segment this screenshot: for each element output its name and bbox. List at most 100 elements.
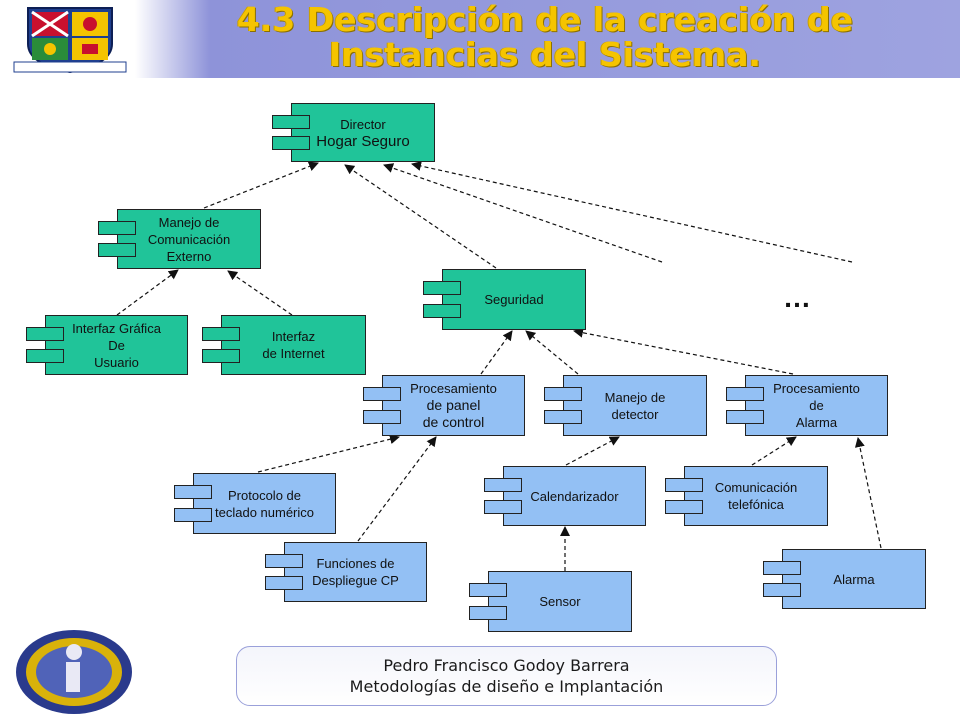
component-port-icon: [469, 606, 507, 620]
more-components-ellipsis: …: [783, 282, 815, 313]
component-port-icon: [726, 410, 764, 424]
component-port-icon: [174, 508, 212, 522]
component-port-icon: [363, 387, 401, 401]
component-label-line: Calendarizador: [530, 488, 619, 504]
component-port-icon: [484, 478, 522, 492]
component-label-line: Comunicación: [714, 480, 798, 495]
component-label: Interfaz de Internet: [262, 328, 324, 362]
dependency-arrow-more-1: [383, 163, 663, 263]
component-label: Seguridad: [484, 291, 543, 308]
component-port-icon: [98, 221, 136, 235]
component-label: Comunicación telefónica: [715, 479, 797, 513]
dependency-arrow-interfaz_grafica-to-manejo_com: [116, 269, 179, 316]
component-port-icon: [26, 349, 64, 363]
component-label-line: De: [108, 337, 125, 353]
component-port-icon: [423, 281, 461, 295]
component-label-line: Alarma: [833, 571, 875, 587]
component-port-icon: [484, 500, 522, 514]
component-label-line: Seguridad: [484, 292, 544, 307]
component-label-line: Hogar Seguro: [316, 132, 410, 150]
component-port-icon: [763, 583, 801, 597]
component-port-icon: [665, 500, 703, 514]
component-label-line: Procesamiento: [410, 381, 497, 396]
header-band: 4.3 Descripción de la creación de Instan…: [0, 0, 960, 78]
component-label-line: Interfaz Gráfica: [72, 320, 161, 336]
component-port-icon: [726, 387, 764, 401]
component-label-line: de Internet: [262, 346, 325, 361]
component-alarma: Alarma: [763, 549, 926, 609]
slide-title-line1: 4.3 Descripción de la creación de: [236, 0, 854, 39]
dependency-arrow-interfaz_internet-to-manejo_com: [227, 270, 293, 316]
component-label-line: Sensor: [539, 594, 581, 609]
footer-text: Pedro Francisco Godoy Barrera Metodologí…: [236, 655, 777, 697]
component-seguridad: Seguridad: [423, 269, 586, 330]
slide-title-line2: Instancias del Sistema.: [328, 35, 762, 74]
dependency-arrow-seguridad-to-director: [344, 164, 497, 269]
dependency-arrow-funciones-to-proc_panel: [357, 436, 437, 542]
component-label-line: teclado numérico: [215, 504, 314, 520]
component-label-line: Usuario: [94, 354, 139, 370]
component-label: Sensor: [539, 593, 580, 610]
component-port-icon: [272, 115, 310, 129]
component-label-line: Procesamiento: [773, 381, 860, 396]
component-sensor: Sensor: [469, 571, 632, 632]
component-label-line: telefónica: [728, 497, 784, 512]
dependency-arrow-calendarizador-to-manejo_detector: [565, 436, 620, 466]
component-label-line: Externo: [166, 248, 212, 264]
component-port-icon: [202, 327, 240, 341]
component-label-line: Comunicación: [147, 231, 231, 247]
component-label-line: Alarma: [795, 415, 838, 430]
component-port-icon: [98, 243, 136, 257]
component-label: Alarma: [833, 571, 874, 588]
component-label-line: de panel: [426, 397, 481, 413]
component-label-line: detector: [611, 406, 659, 422]
component-label-line: Director: [340, 116, 386, 132]
component-comunicacion-telefonica: Comunicación telefónica: [665, 466, 828, 526]
slide-title: 4.3 Descripción de la creación de Instan…: [140, 2, 950, 72]
component-label-line: Funciones de: [316, 556, 395, 571]
component-port-icon: [544, 410, 582, 424]
dependency-arrow-protocolo-to-proc_panel: [257, 434, 400, 473]
footer-author: Pedro Francisco Godoy Barrera: [383, 656, 630, 675]
university-crest-logo: [6, 2, 134, 76]
component-port-icon: [265, 576, 303, 590]
component-label-line: Manejo de: [604, 389, 666, 405]
component-label-line: Protocolo de: [228, 487, 301, 503]
dependency-arrow-manejo_com-to-director: [203, 161, 319, 209]
dependency-arrow-more-2: [411, 161, 853, 263]
dependency-arrow-comunicacion_tel-to-proc_alarma: [751, 436, 797, 466]
component-port-icon: [174, 485, 212, 499]
component-port-icon: [265, 554, 303, 568]
component-label-line: de control: [422, 414, 485, 430]
component-port-icon: [202, 349, 240, 363]
footer-emblem-logo: [16, 630, 132, 714]
footer-course: Metodologías de diseño e Implantación: [349, 677, 664, 696]
dependency-arrow-proc_alarma-to-seguridad: [573, 327, 794, 375]
component-port-icon: [469, 583, 507, 597]
component-label-line: de: [809, 398, 824, 413]
component-label: Calendarizador: [530, 488, 618, 505]
dependency-arrow-alarma-to-proc_alarma: [854, 437, 882, 549]
component-port-icon: [665, 478, 703, 492]
component-port-icon: [363, 410, 401, 424]
component-label-line: Interfaz: [271, 329, 316, 344]
component-label-line: Manejo de: [158, 214, 220, 230]
component-interfaz-internet: Interfaz de Internet: [202, 315, 366, 375]
